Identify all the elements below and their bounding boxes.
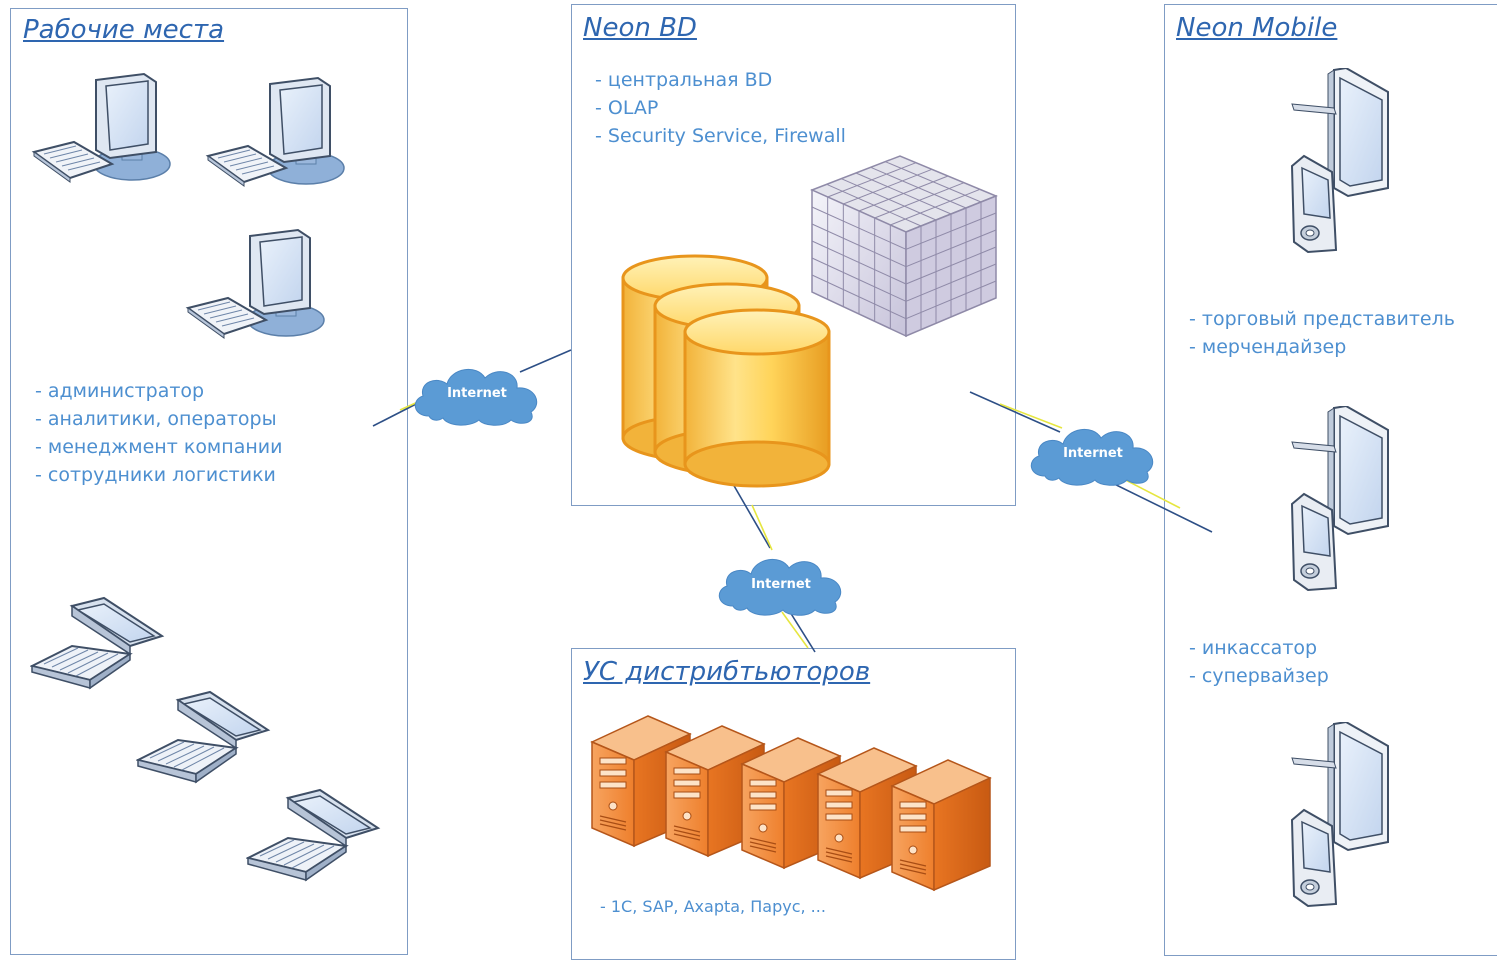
cloud-label: Internet — [751, 577, 811, 592]
neon-bd-items-list: - центральная BD - OLAP - Security Servi… — [595, 66, 846, 150]
internet-cloud-right: Internet — [1030, 428, 1154, 486]
olap-cube-icon — [810, 155, 998, 338]
internet-cloud-bottom: Internet — [718, 558, 842, 616]
server-icon — [891, 759, 991, 891]
link-left-a — [372, 401, 421, 427]
desktop-computer-icon — [187, 229, 325, 339]
link-bottom-b — [751, 504, 773, 551]
bd-item: - центральная BD — [595, 69, 773, 91]
bd-item: - OLAP — [595, 97, 659, 119]
role-item: - администратор — [35, 380, 205, 402]
mobile-device-icon — [1291, 722, 1389, 907]
distributors-title: УС дистрибтьюторов — [583, 657, 871, 687]
link-bottom-d — [789, 611, 816, 653]
neon-bd-title: Neon BD — [583, 13, 697, 43]
link-right-b — [999, 403, 1063, 429]
mobile-device-icon — [1291, 406, 1389, 591]
laptop-icon — [31, 597, 163, 689]
desktop-computer-icon — [33, 73, 171, 183]
cloud-label: Internet — [1063, 446, 1123, 461]
database-icon — [621, 254, 831, 488]
mobile-roles-group-1: - торговый представитель - мерчендайзер — [1189, 305, 1455, 361]
mobile-role-item: - супервайзер — [1189, 665, 1329, 687]
role-item: - менеджмент компании — [35, 436, 283, 458]
mobile-role-item: - торговый представитель — [1189, 308, 1455, 330]
bd-item: - Security Service, Firewall — [595, 125, 846, 147]
workplaces-title: Рабочие места — [23, 15, 225, 45]
mobile-device-icon — [1291, 68, 1389, 253]
link-bottom-c — [781, 611, 809, 649]
distributors-systems: - 1С, SAP, Axapta, Парус, ... — [600, 897, 826, 916]
link-left-c — [519, 349, 572, 373]
role-item: - сотрудники логистики — [35, 464, 276, 486]
laptop-icon — [247, 789, 379, 881]
link-right-a — [969, 391, 1061, 433]
role-item: - аналитики, операторы — [35, 408, 277, 430]
link-bottom-a — [732, 483, 771, 549]
neon-mobile-title: Neon Mobile — [1176, 13, 1338, 43]
internet-cloud-left: Internet — [414, 368, 538, 426]
mobile-role-item: - мерчендайзер — [1189, 336, 1347, 358]
mobile-roles-group-2: - инкассатор - супервайзер — [1189, 634, 1329, 690]
laptop-icon — [137, 691, 269, 783]
workplaces-roles-list: - администратор - аналитики, операторы -… — [35, 377, 282, 489]
cloud-label: Internet — [447, 386, 507, 401]
link-right-c — [1097, 475, 1213, 533]
desktop-computer-icon — [207, 77, 345, 187]
mobile-role-item: - инкассатор — [1189, 637, 1318, 659]
